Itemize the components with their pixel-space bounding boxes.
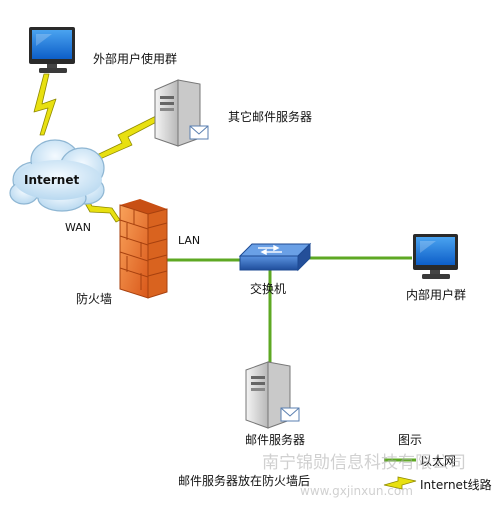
legend-ethernet-label: 以太网 xyxy=(420,454,457,468)
diagram-caption: 邮件服务器放在防火墙后 xyxy=(178,474,311,488)
internal-users-label: 内部用户群 xyxy=(406,288,467,302)
firewall-icon xyxy=(119,199,168,299)
ethernet-links xyxy=(165,256,412,362)
legend-internet-sample xyxy=(383,476,417,490)
switch-label: 交换机 xyxy=(250,282,287,296)
firewall-label: 防火墙 xyxy=(76,292,113,306)
switch-icon xyxy=(238,242,312,272)
legend-internet-label: Internet线路 xyxy=(420,478,492,492)
envelope-icon xyxy=(280,407,300,422)
wan-label: WAN xyxy=(65,221,92,234)
external-users-monitor-icon xyxy=(29,27,75,73)
internet-cloud-icon xyxy=(9,139,105,212)
watermark-company: 南宁锦勋信息科技有限公司 xyxy=(262,453,466,473)
envelope-icon xyxy=(189,125,209,140)
external-users-label: 外部用户使用群 xyxy=(93,52,178,66)
internal-users-monitor-icon xyxy=(413,234,458,279)
internet-label: Internet xyxy=(24,173,80,187)
other-mail-servers-label: 其它邮件服务器 xyxy=(228,110,313,124)
legend-samples xyxy=(383,458,417,490)
mail-server-label: 邮件服务器 xyxy=(245,433,306,447)
other-mail-server-icon xyxy=(154,79,209,147)
legend-title: 图示 xyxy=(398,433,423,447)
internet-link-external-users xyxy=(33,73,57,136)
mail-server-icon xyxy=(245,361,300,429)
lan-label: LAN xyxy=(178,234,201,247)
watermark-url: www.gxjinxun.com xyxy=(300,484,413,498)
